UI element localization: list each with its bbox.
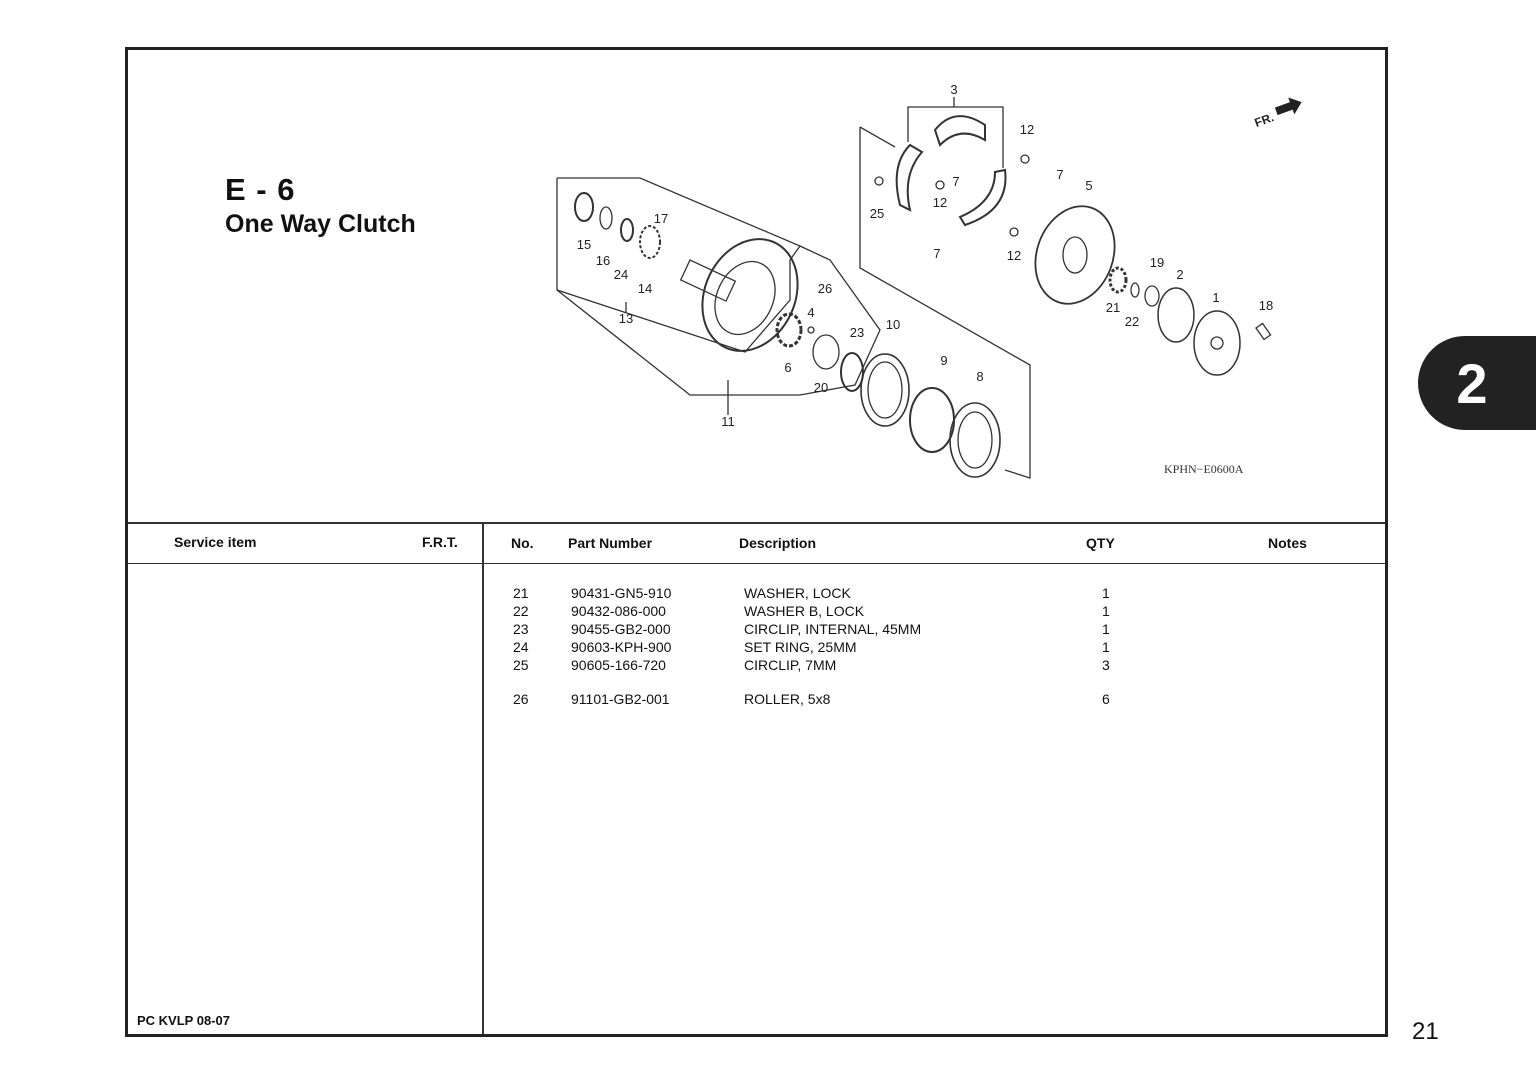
table-top-divider: [128, 522, 1385, 524]
svg-text:9: 9: [940, 353, 947, 368]
diagram-reference-code: KPHN−E0600A: [1164, 462, 1244, 476]
svg-text:11: 11: [721, 414, 735, 429]
header-description: Description: [739, 535, 817, 551]
svg-text:15: 15: [577, 237, 591, 252]
svg-text:22: 22: [1125, 314, 1139, 329]
front-direction-arrow: FR.: [1253, 97, 1302, 130]
catalog-code-footer: PC KVLP 08-07: [137, 1013, 230, 1028]
svg-text:18: 18: [1259, 298, 1273, 313]
table-header-divider: [128, 563, 1385, 564]
part-2: [1157, 287, 1195, 343]
svg-text:17: 17: [654, 211, 668, 226]
header-part-number: Part Number: [568, 535, 653, 551]
table-column-divider: [482, 522, 484, 1034]
part-8: [949, 402, 1001, 478]
svg-text:12: 12: [933, 195, 947, 210]
svg-text:13: 13: [619, 311, 633, 326]
svg-text:24: 24: [614, 267, 628, 282]
part-1: [1193, 310, 1241, 376]
svg-text:7: 7: [933, 246, 940, 261]
part-5-drive-plate: [1034, 205, 1116, 305]
svg-text:26: 26: [818, 281, 832, 296]
svg-text:4: 4: [807, 305, 814, 320]
group-outline-11: [556, 245, 881, 396]
group-outline-shoes: [859, 127, 1031, 479]
header-service-item: Service item: [174, 534, 257, 550]
svg-text:6: 6: [784, 360, 791, 375]
svg-text:20: 20: [814, 380, 828, 395]
svg-text:3: 3: [950, 82, 957, 97]
callout-numbers: 3 12 7 5 25 12 7 7 12 19 2 1 18 21 22 17…: [577, 82, 1273, 429]
page-number: 21: [1412, 1018, 1439, 1045]
svg-text:12: 12: [1007, 248, 1021, 263]
header-no: No.: [511, 535, 534, 551]
svg-text:5: 5: [1085, 178, 1092, 193]
part-15: [574, 192, 594, 222]
svg-text:10: 10: [886, 317, 900, 332]
svg-text:23: 23: [850, 325, 864, 340]
part-6: [775, 312, 803, 348]
parts-page-frame: E - 6 One Way Clutch Service item F.R.T.…: [125, 47, 1388, 1037]
chapter-number: 2: [1456, 351, 1488, 415]
svg-text:7: 7: [1056, 167, 1063, 182]
svg-text:1: 1: [1212, 290, 1219, 305]
svg-text:19: 19: [1150, 255, 1164, 270]
part-10: [860, 353, 910, 427]
svg-text:12: 12: [1020, 122, 1034, 137]
header-qty: QTY: [1086, 535, 1115, 551]
group-outline-13: [556, 177, 801, 353]
svg-text:FR.: FR.: [1253, 110, 1276, 130]
svg-text:14: 14: [638, 281, 652, 296]
svg-text:16: 16: [596, 253, 610, 268]
chapter-tab: 2: [1418, 336, 1536, 430]
header-frt: F.R.T.: [422, 534, 458, 550]
section-title: One Way Clutch: [225, 210, 416, 238]
section-code: E - 6: [225, 172, 296, 207]
svg-text:21: 21: [1106, 300, 1120, 315]
svg-text:7: 7: [952, 174, 959, 189]
svg-text:2: 2: [1176, 267, 1183, 282]
svg-text:25: 25: [870, 206, 884, 221]
header-notes: Notes: [1268, 535, 1307, 551]
clutch-shoe: [895, 143, 924, 212]
svg-text:8: 8: [976, 369, 983, 384]
